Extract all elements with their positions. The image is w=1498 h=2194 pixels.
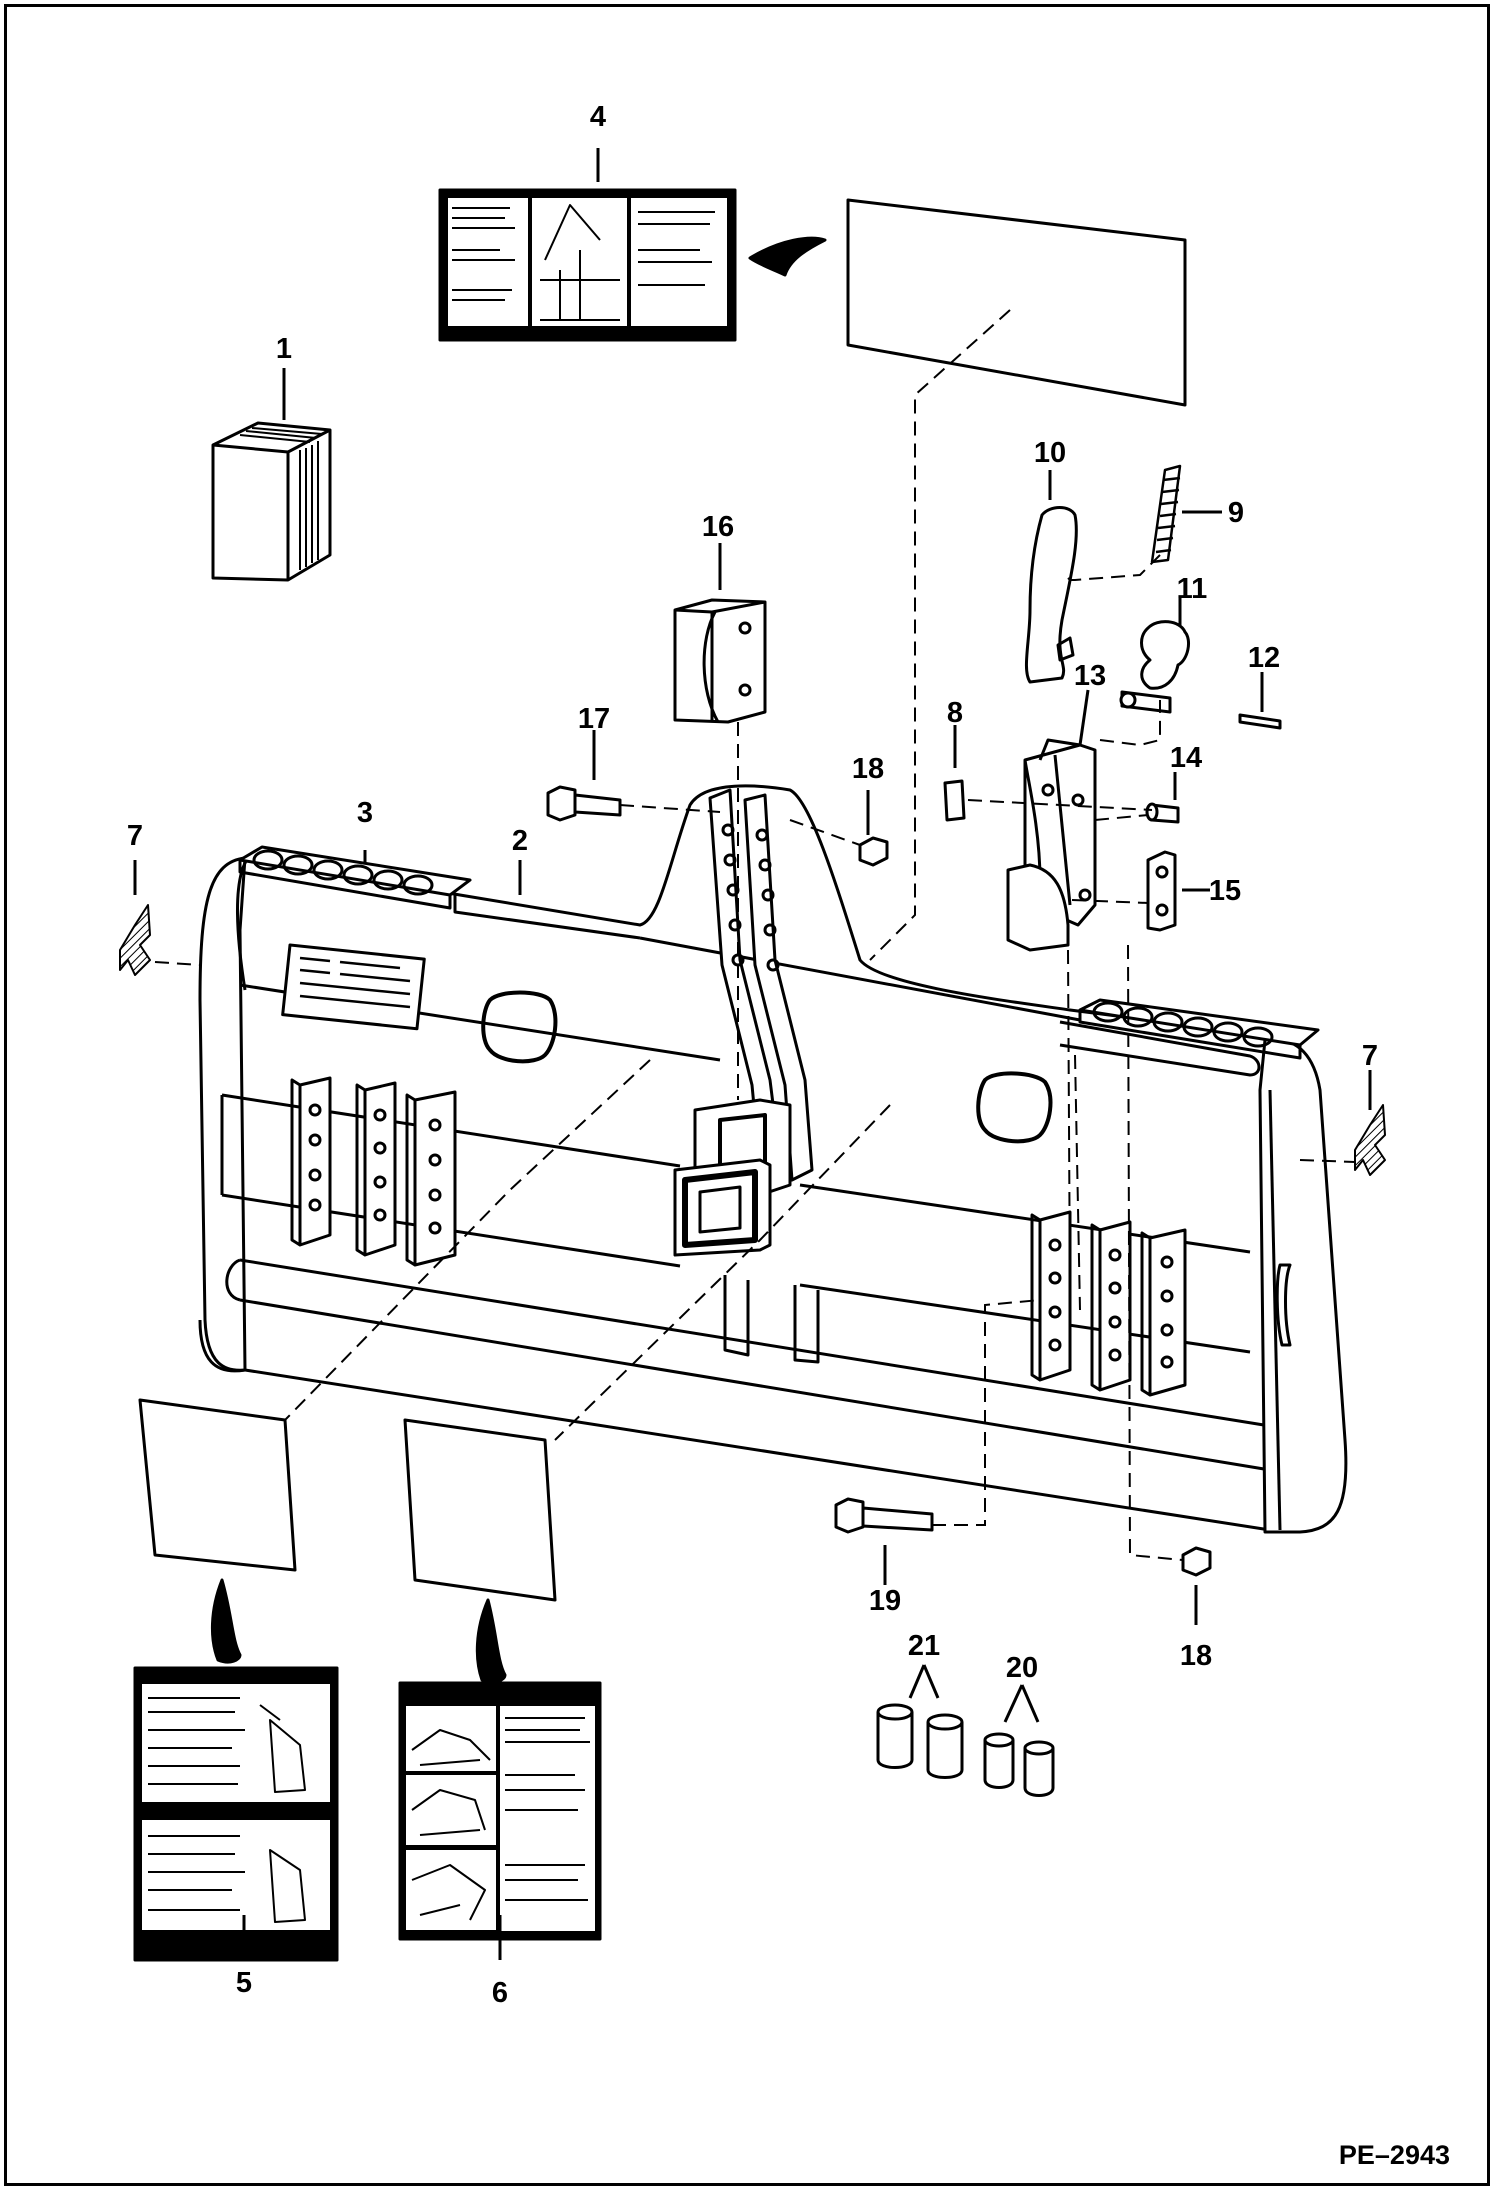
callout-15: 15 — [1209, 875, 1241, 907]
callout-17: 17 — [578, 703, 610, 735]
mounting-frame — [198, 784, 1348, 1534]
frame-decal — [281, 943, 426, 1031]
decal-part5 — [133, 1666, 339, 1962]
left-window-cutout — [481, 990, 558, 1064]
assembly-dashed-lines — [154, 309, 1356, 1561]
callout-20: 20 — [1006, 1652, 1038, 1684]
callout-21: 21 — [908, 1630, 940, 1662]
callout-8: 8 — [947, 697, 963, 729]
callout-18-bottom: 18 — [1180, 1640, 1212, 1672]
decal-blank-sheet-6 — [403, 1418, 557, 1602]
callout-leaders — [133, 148, 1372, 1960]
callout-16: 16 — [702, 511, 734, 543]
callout-12: 13 — [1074, 660, 1106, 692]
callout-6: 6 — [492, 1977, 508, 2009]
part-11-pin-end — [1119, 691, 1137, 709]
left-bracket-plates — [290, 1076, 457, 1267]
callout-3: 3 — [357, 797, 373, 829]
part-9-spring — [1150, 464, 1182, 564]
part-10-lever-notch — [1056, 636, 1075, 662]
callout-14: 14 — [1170, 742, 1202, 774]
callout-9: 9 — [1228, 497, 1244, 529]
callout-5: 5 — [236, 1967, 252, 1999]
part-box — [211, 421, 332, 582]
part-18-nut-bottom — [1181, 1546, 1212, 1577]
part-13-pin — [1238, 713, 1282, 730]
right-bracket-plates — [1030, 1210, 1187, 1397]
receiver-hitch — [673, 1098, 792, 1257]
arrow-6 — [475, 1598, 507, 1684]
part-7-right — [1354, 1104, 1386, 1176]
decal-blank-sheet-4 — [846, 198, 1187, 407]
decal-part6 — [398, 1681, 602, 1941]
part-16-block — [673, 598, 767, 724]
callout-19: 19 — [869, 1585, 901, 1617]
part-15-hole-2 — [1155, 903, 1169, 917]
decal-blank-sheet-5 — [138, 1398, 297, 1572]
part-7-left — [119, 904, 151, 976]
callout-labels: 1 2 3 4 5 6 7 7 8 9 10 11 12 13 14 15 16… — [127, 101, 1378, 2009]
part-14-bushing-end — [1145, 802, 1159, 822]
callout-7-right: 7 — [1362, 1040, 1378, 1072]
part-11-latch — [1140, 620, 1190, 690]
part-18-nut-top — [858, 836, 889, 867]
part-12-bracket — [1006, 738, 1097, 952]
callout-10: 10 — [1034, 437, 1066, 469]
callout-11: 11 — [1177, 573, 1208, 605]
part-21-bushings — [876, 1703, 964, 1779]
part-15-hole-1 — [1155, 865, 1169, 879]
drawing-border — [4, 4, 1490, 2186]
center-uprights — [708, 788, 820, 1364]
part-17-bolt — [546, 785, 622, 822]
callout-2: 2 — [512, 825, 528, 857]
pocket-cap-strip-left — [238, 845, 472, 910]
drawing-code: PE–2943 — [1339, 2140, 1450, 2170]
part-15-spacer — [1146, 850, 1177, 932]
part-8-plate — [943, 779, 966, 822]
callout-4: 4 — [590, 101, 606, 133]
part-19-bolt — [834, 1497, 934, 1534]
part-10-lever — [1024, 506, 1078, 684]
decal-part4 — [438, 188, 827, 342]
arrow-5 — [210, 1578, 242, 1664]
part-20-bushings — [983, 1732, 1055, 1797]
callout-13: 12 — [1248, 642, 1280, 674]
callout-7-left: 7 — [127, 820, 143, 852]
callout-18-top: 18 — [852, 753, 884, 785]
right-window-cutout — [976, 1071, 1053, 1144]
callout-1: 1 — [276, 333, 292, 365]
pocket-cap-strip-right — [1078, 998, 1320, 1060]
